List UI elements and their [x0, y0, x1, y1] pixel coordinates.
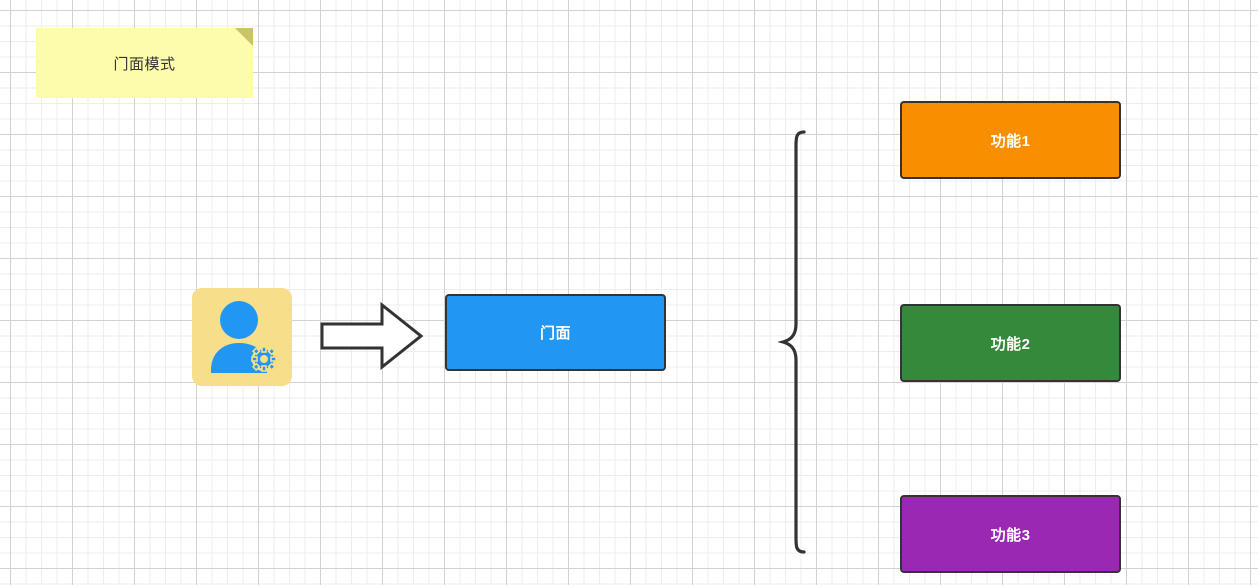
feature-box-3[interactable]: 功能3 — [900, 495, 1121, 573]
feature-box-3-label: 功能3 — [990, 526, 1031, 544]
sticky-note[interactable]: 门面模式 — [36, 28, 253, 98]
facade-box[interactable]: 门面 — [445, 294, 666, 371]
feature-box-1-label: 功能1 — [990, 132, 1031, 150]
left-curly-brace-icon — [777, 128, 812, 561]
feature-box-1[interactable]: 功能1 — [900, 101, 1121, 179]
sticky-note-label: 门面模式 — [113, 56, 176, 73]
right-arrow-icon — [320, 301, 424, 375]
feature-box-2[interactable]: 功能2 — [900, 304, 1121, 382]
note-fold-icon — [235, 28, 253, 46]
facade-box-label: 门面 — [539, 325, 571, 342]
feature-box-2-label: 功能2 — [990, 335, 1031, 353]
actor-node[interactable] — [192, 288, 292, 386]
